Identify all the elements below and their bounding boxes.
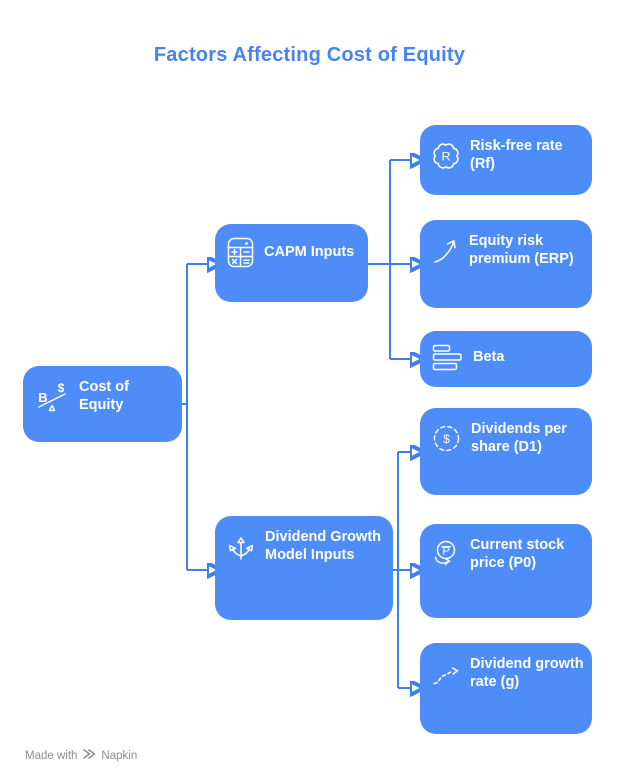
node-label: Current stock price (P0) xyxy=(470,537,565,571)
svg-text:$: $ xyxy=(443,432,450,446)
watermark-brand: Napkin xyxy=(101,749,138,762)
node-current-stock-price: P Current stock price (P0) xyxy=(420,524,592,618)
dashed-growth-arrow-icon xyxy=(432,661,460,687)
node-beta: Beta xyxy=(420,331,592,387)
svg-text:B: B xyxy=(38,390,47,405)
node-risk-free-rate: R Risk-free rate (Rf) xyxy=(420,125,592,195)
svg-text:P: P xyxy=(442,545,449,557)
node-label: Cost of Equity xyxy=(79,379,129,413)
watermark: Made with Napkin xyxy=(25,748,137,763)
node-dividends-per-share: $ Dividends per share (D1) xyxy=(420,408,592,495)
horizontal-bars-icon xyxy=(432,344,463,371)
node-label: Equity risk premium (ERP) xyxy=(469,233,574,267)
calculator-icon xyxy=(227,237,254,268)
rising-curve-arrow-icon xyxy=(432,237,459,264)
diagram-title: Factors Affecting Cost of Equity xyxy=(153,44,466,66)
node-label: CAPM Inputs xyxy=(264,243,355,260)
balance-seesaw-icon: B $ xyxy=(35,381,69,413)
node-label: Dividends per share (D1) xyxy=(471,421,567,455)
node-capm-inputs: CAPM Inputs xyxy=(215,224,368,302)
svg-text:$: $ xyxy=(58,381,65,395)
svg-text:R: R xyxy=(442,149,451,163)
node-equity-risk-premium: Equity risk premium (ERP) xyxy=(420,220,592,308)
node-label: Dividend Growth Model Inputs xyxy=(265,529,381,563)
branching-arrows-icon xyxy=(227,532,255,562)
node-dividend-growth-model-inputs: Dividend Growth Model Inputs xyxy=(215,516,393,620)
certified-badge-icon: R xyxy=(432,142,460,170)
node-label: Risk-free rate (Rf) xyxy=(470,138,563,172)
node-dividend-growth-rate: Dividend growth rate (g) xyxy=(420,643,592,734)
dollar-coin-icon: $ xyxy=(432,424,461,453)
node-label: Dividend growth rate (g) xyxy=(470,656,584,690)
node-cost-of-equity: B $ Cost of Equity xyxy=(23,366,182,442)
watermark-text: Made with xyxy=(25,749,78,762)
napkin-logo-icon xyxy=(82,748,96,763)
peso-price-arrow-icon: P xyxy=(432,540,460,570)
node-label: Beta xyxy=(473,348,505,365)
